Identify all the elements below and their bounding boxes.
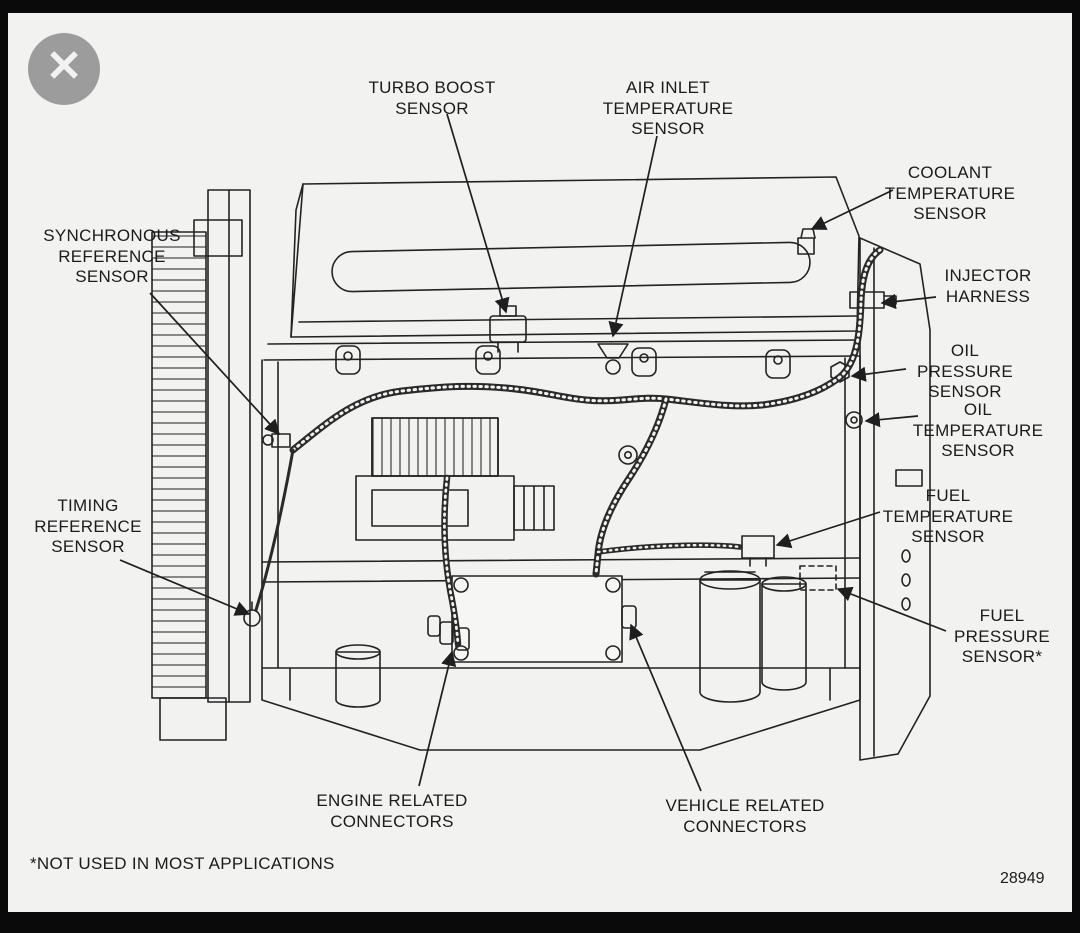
label-coolant-temperature-sensor: COOLANT TEMPERATURE SENSOR <box>884 163 1016 224</box>
footnote: *NOT USED IN MOST APPLICATIONS <box>30 854 335 873</box>
leader-injector-harness <box>880 293 937 310</box>
label-oil-pressure-sensor: OIL PRESSURE SENSOR <box>917 341 1013 402</box>
leader-arrows <box>119 113 947 792</box>
leader-oil-temp <box>864 412 919 428</box>
label-timing-reference-sensor: TIMING REFERENCE SENSOR <box>34 496 142 557</box>
leader-engine-connectors <box>418 650 457 787</box>
label-engine-related-connectors: ENGINE RELATED CONNECTORS <box>316 791 468 831</box>
label-turbo-boost-sensor: TURBO BOOST SENSOR <box>368 78 496 118</box>
leader-air-inlet <box>608 135 658 338</box>
label-oil-temperature-sensor: OIL TEMPERATURE SENSOR <box>912 400 1044 461</box>
label-synchronous-reference-sensor: SYNCHRONOUS REFERENCE SENSOR <box>43 226 181 287</box>
label-vehicle-related-connectors: VEHICLE RELATED CONNECTORS <box>665 796 825 836</box>
label-fuel-pressure-sensor: FUEL PRESSURE SENSOR* <box>954 606 1050 667</box>
figure-number: 28949 <box>1000 870 1045 887</box>
label-fuel-temperature-sensor: FUEL TEMPERATURE SENSOR <box>882 486 1014 547</box>
close-button[interactable]: ✕ <box>28 33 100 105</box>
close-icon: ✕ <box>45 42 83 91</box>
label-injector-harness: INJECTOR HARNESS <box>944 266 1032 306</box>
leader-timing-ref <box>119 559 251 616</box>
wiring-harness <box>254 246 884 648</box>
leader-fuel-pressure <box>836 586 947 632</box>
engine-outline <box>151 176 931 761</box>
leader-turbo-boost <box>446 113 510 314</box>
leader-fuel-temp <box>775 511 881 549</box>
leader-oil-pressure <box>850 366 907 382</box>
leader-coolant-temp <box>810 189 894 230</box>
label-air-inlet-temperature-sensor: AIR INLET TEMPERATURE SENSOR <box>602 78 734 139</box>
leader-vehicle-connectors <box>629 623 702 792</box>
leader-sync-ref <box>149 292 281 436</box>
